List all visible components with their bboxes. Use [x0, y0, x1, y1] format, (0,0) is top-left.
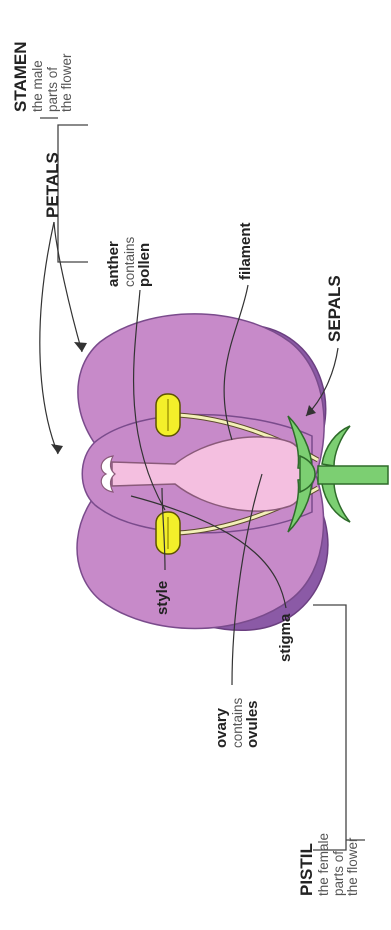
sepal-right-low — [322, 426, 350, 466]
stamen-line-3: the flower — [60, 41, 75, 112]
petals-label: PETALS — [44, 152, 63, 218]
stamen-line-1: the male — [31, 41, 46, 112]
bracket-pistil — [313, 605, 346, 850]
sepal-left-low — [322, 482, 350, 522]
arrowhead-petal-1 — [51, 444, 63, 454]
stamen-label: STAMEN the male parts of the flower — [12, 41, 75, 112]
leader-petal-1 — [40, 222, 58, 454]
style-label: style — [155, 581, 172, 615]
anther-word: anther — [106, 237, 123, 287]
stamen-line-2: parts of — [46, 41, 61, 112]
pistil-line-1: the female — [317, 833, 332, 896]
anther-contains: contains — [123, 237, 138, 287]
sepals-label: SEPALS — [326, 275, 345, 342]
pistil-title: PISTIL — [298, 833, 317, 896]
ovary-label: ovary contains ovules — [214, 698, 262, 748]
stigma-label: stigma — [278, 614, 295, 662]
anther-what: pollen — [137, 237, 154, 287]
pistil-label: PISTIL the female parts of the flower — [298, 833, 361, 896]
ovary-what: ovules — [245, 698, 262, 748]
ovary-word: ovary — [214, 698, 231, 748]
ovary-contains: contains — [231, 698, 246, 748]
anther-label: anther contains pollen — [106, 237, 154, 287]
filament-label: filament — [238, 222, 255, 280]
stem — [318, 466, 388, 484]
stamen-title: STAMEN — [12, 41, 31, 112]
pistil-line-3: the flower — [346, 833, 361, 896]
arrowhead-petal-2 — [74, 342, 87, 352]
pistil-line-2: parts of — [332, 833, 347, 896]
